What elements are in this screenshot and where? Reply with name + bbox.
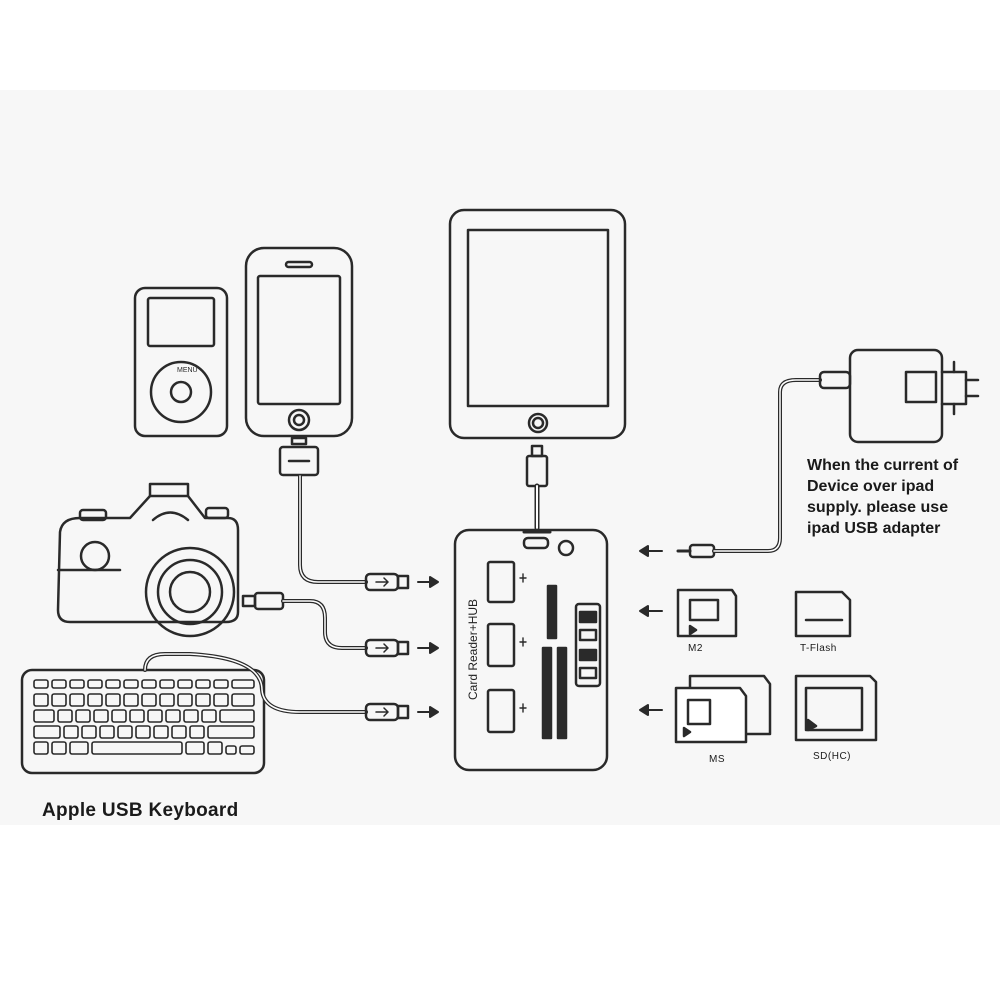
sd-card-icon bbox=[794, 674, 878, 742]
keyboard-caption: Apple USB Keyboard bbox=[42, 800, 239, 821]
m2-card-icon bbox=[676, 588, 738, 638]
ipod-device: MENU bbox=[133, 286, 229, 438]
iphone-device bbox=[244, 246, 354, 438]
arrows-from-right bbox=[639, 545, 663, 716]
usb-plug-2 bbox=[364, 638, 410, 658]
ipad-device bbox=[448, 208, 627, 440]
camera-device bbox=[56, 482, 240, 638]
svg-text:MENU: MENU bbox=[177, 367, 198, 374]
sd-label: SD(HC) bbox=[813, 751, 851, 762]
lightning-connector bbox=[522, 444, 552, 534]
power-note: When the current of Device over ipad sup… bbox=[807, 455, 958, 539]
ms-label: MS bbox=[709, 754, 725, 765]
power-note-line-1: When the current of bbox=[807, 457, 959, 474]
usb-plug-3 bbox=[364, 702, 410, 722]
ms-card-icon bbox=[674, 674, 772, 744]
tflash-label: T-Flash bbox=[800, 643, 837, 654]
usb-plug-1 bbox=[364, 572, 410, 592]
m2-label: M2 bbox=[688, 643, 703, 654]
keyboard-device bbox=[20, 668, 266, 775]
dock-adapter bbox=[278, 436, 368, 584]
hub-label: Card Reader+HUB bbox=[466, 598, 480, 700]
usb-power-adapter bbox=[848, 348, 980, 444]
power-note-line-2: Device over ipad bbox=[807, 478, 935, 495]
camera-cable bbox=[241, 591, 368, 650]
card-reader-hub bbox=[453, 528, 609, 772]
diagram-background-band bbox=[0, 90, 1000, 825]
arrows-into-hub bbox=[417, 576, 439, 718]
power-note-line-4: ipad USB adapter bbox=[807, 520, 941, 537]
power-note-line-3: supply. please use bbox=[807, 499, 949, 516]
keyboard-cable bbox=[143, 652, 368, 714]
tflash-card-icon bbox=[794, 590, 852, 638]
